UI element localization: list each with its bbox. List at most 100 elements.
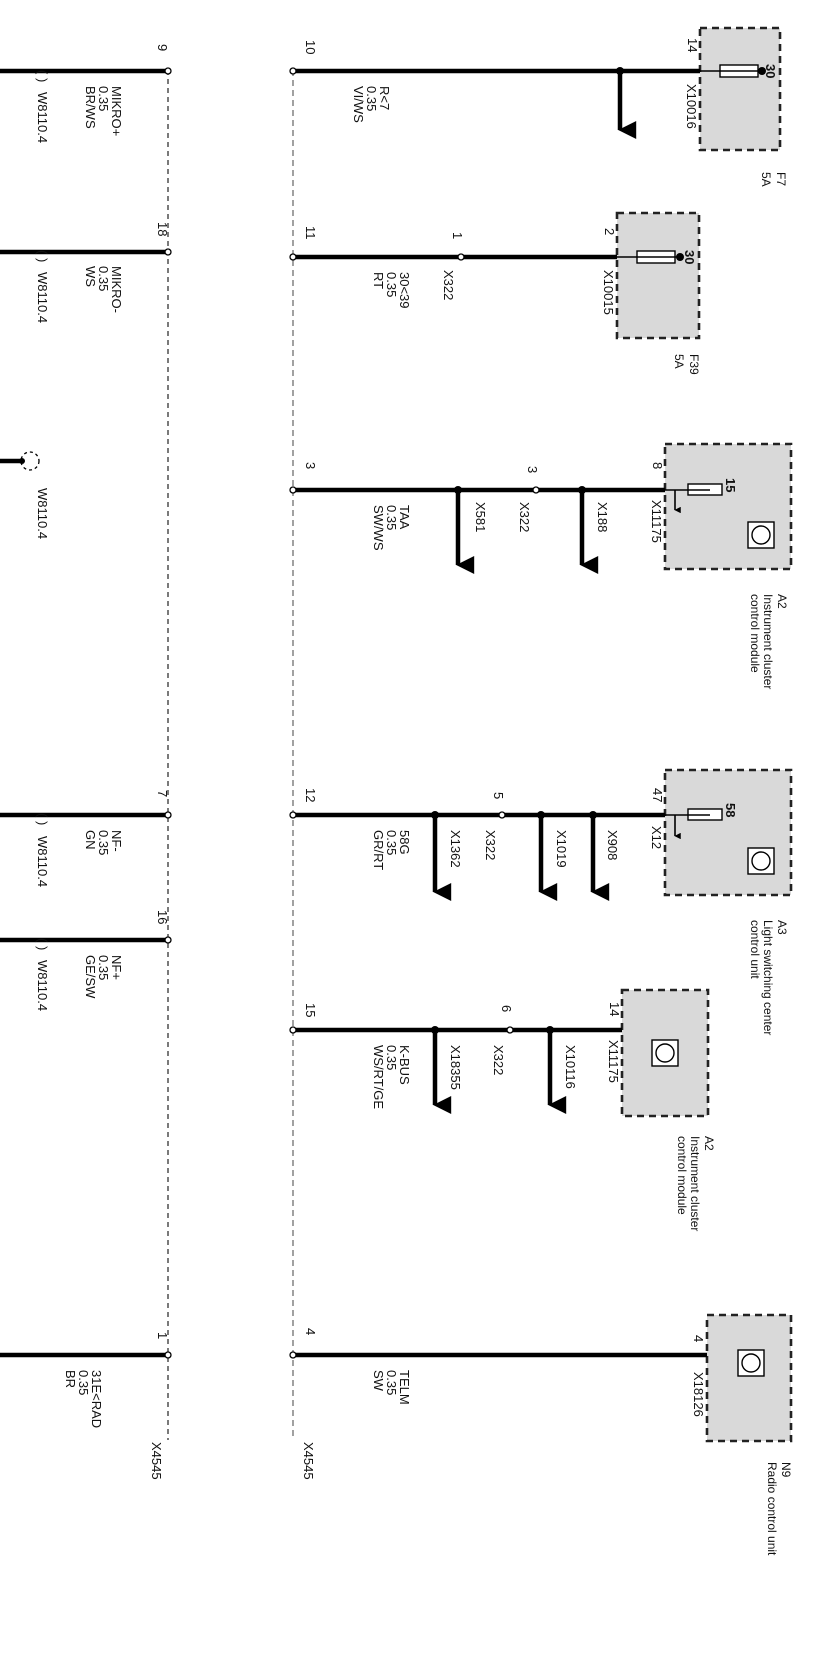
wire-r7-size: 0.35	[364, 86, 379, 111]
wire-r7-color: VI/WS	[351, 86, 366, 123]
wire-30-39-size: 0.35	[384, 272, 399, 297]
x322-d-pin: 6	[499, 1005, 514, 1012]
module-a2-upper[interactable]: 15 A2 Instrument cluster control module …	[649, 442, 793, 689]
x322-a-label: X322	[441, 270, 456, 300]
wire-mikro-plus-pin: 9	[155, 44, 170, 51]
module-a2-lower-module-icon	[655, 1043, 675, 1063]
wire-30-39-color: RT	[371, 272, 386, 289]
module-a2-upper-desc-2: control module	[748, 594, 762, 673]
fuse-f7[interactable]: 30 F7 5A X10016 14	[684, 26, 788, 187]
wire-kbus[interactable]: 15 6 X322 X10116 X18355 K-BUS 0.35 WS/RT…	[289, 1003, 622, 1114]
fuse-f7-name: F7	[774, 172, 788, 186]
wire-telm-pin: 4	[303, 1328, 318, 1335]
module-a2-upper-box	[663, 442, 793, 571]
module-a3[interactable]: 58 A3 Light switching center control uni…	[649, 768, 793, 1035]
wire-taa[interactable]: 3 3 X322 X188 X581 TAA 0.35 SW/WS	[289, 462, 665, 574]
x10116-label: X10116	[563, 1045, 578, 1089]
wire-r7[interactable]: 10 R<7 0.35 VI/WS	[289, 40, 700, 139]
x908-label: X908	[605, 830, 620, 860]
wire-31e[interactable]: 1 31E<RAD 0.35 BR	[0, 1332, 172, 1428]
x322-d-label: X322	[491, 1045, 506, 1075]
x188-label: X188	[595, 502, 610, 532]
wire-mikro-minus[interactable]: 18 MIKRO- 0.35 WS W8110.4 ( )	[0, 222, 172, 323]
module-a2-upper-connector: X11175	[649, 500, 664, 543]
wire-taa-color: SW/WS	[371, 505, 386, 551]
wire-nf-minus-pin: 7	[155, 790, 170, 797]
module-a2-upper-module-icon	[751, 525, 771, 545]
wire-telm-size: 0.35	[384, 1370, 399, 1395]
module-n9-desc-1: Radio control unit	[765, 1462, 779, 1556]
wire-58g-pin: 12	[303, 788, 318, 802]
fuse-f7-rating: 5A	[759, 172, 773, 187]
module-a2-lower-connector: X11175	[606, 1040, 621, 1083]
x18355-label: X18355	[448, 1045, 463, 1090]
wire-taa-size: 0.35	[384, 505, 399, 530]
wire-mikro-plus-conn: W8110.4	[35, 92, 50, 143]
module-a3-pin: 47	[650, 788, 665, 802]
fuse-f39-connector: X10015	[601, 270, 616, 315]
wire-shield[interactable]: W8110.4	[0, 451, 50, 539]
x322-a-pin: 1	[450, 232, 465, 239]
wire-mikro-minus-size: 0.35	[96, 266, 111, 291]
module-a2-upper-ref: A2	[775, 594, 789, 609]
svg-text:( ): ( )	[35, 938, 50, 950]
module-a3-ref: A3	[775, 920, 789, 935]
wire-kbus-color: WS/RT/GE	[371, 1045, 386, 1109]
connector-x4545-upper-label: X4545	[301, 1442, 316, 1480]
module-n9-ref: N9	[779, 1462, 793, 1478]
module-a2-lower[interactable]: A2 Instrument cluster control module X11…	[606, 988, 716, 1231]
wire-nf-minus-size: 0.35	[96, 830, 111, 855]
x1362-label: X1362	[448, 830, 463, 868]
wire-nf-plus-conn: W8110.4	[35, 960, 50, 1011]
fuse-f39-box	[615, 211, 701, 340]
module-n9-connector: X18126	[691, 1372, 706, 1417]
wire-nf-plus-pin: 16	[155, 910, 170, 924]
fuse-f7-box	[698, 26, 782, 152]
wire-mikro-plus-signal: MIKRO+	[109, 86, 124, 136]
wire-nf-minus[interactable]: 7 NF- 0.35 GN W8110.4 ( )	[0, 790, 172, 887]
fuse-f7-terminal: 30	[763, 64, 778, 78]
svg-text:( ): ( )	[35, 250, 50, 262]
wire-30-39-signal: 30<39	[397, 272, 412, 309]
svg-text:( ): ( )	[35, 813, 50, 825]
fuse-f7-connector: X10016	[684, 84, 699, 129]
x1019-label: X1019	[554, 830, 569, 868]
x322-b-label: X322	[517, 502, 532, 532]
module-n9-module-icon	[741, 1353, 761, 1373]
fuse-f39[interactable]: 30 F39 5A X10015 2	[601, 211, 701, 375]
wire-r7-pin: 10	[303, 40, 318, 54]
x322-c-pin: 5	[491, 792, 506, 799]
wire-mikro-minus-signal: MIKRO-	[109, 266, 124, 313]
wire-nf-minus-conn: W8110.4	[35, 836, 50, 887]
wire-mikro-minus-conn: W8110.4	[35, 272, 50, 323]
wire-kbus-pin: 15	[303, 1003, 318, 1017]
fuse-f39-terminal-dot	[676, 253, 684, 261]
wire-telm[interactable]: 4 TELM 0.35 SW	[289, 1328, 707, 1405]
wire-31e-pin: 1	[155, 1332, 170, 1339]
wire-mikro-plus[interactable]: 9 MIKRO+ 0.35 BR/WS W8110.4 ( )	[0, 44, 172, 143]
x322-b-pin: 3	[525, 466, 540, 473]
wire-58g-color: GR/RT	[371, 830, 386, 870]
module-n9[interactable]: N9 Radio control unit X18126 4	[691, 1313, 793, 1556]
wire-58g[interactable]: 12 5 X322 X908 X1019 X1362 58G 0.35 GR/R…	[289, 788, 665, 901]
module-a3-desc-1: Light switching center	[761, 920, 775, 1035]
wire-31e-color: BR	[63, 1370, 78, 1388]
module-n9-box	[705, 1313, 793, 1443]
wire-kbus-size: 0.35	[384, 1045, 399, 1070]
module-a3-connector: X12	[649, 826, 664, 849]
wire-nf-plus-color: GE/SW	[83, 955, 98, 999]
shield-icon	[20, 451, 40, 471]
wire-nf-minus-color: GN	[83, 830, 98, 850]
wire-taa-pin: 3	[303, 462, 318, 469]
wire-r7-signal: R<7	[377, 86, 392, 110]
fuse-f39-name: F39	[687, 354, 701, 375]
wire-58g-signal: 58G	[397, 830, 412, 855]
wire-30-39[interactable]: 11 1 X322 30<39 0.35 RT	[289, 226, 617, 309]
fuse-f39-rating: 5A	[672, 354, 686, 369]
wire-kbus-signal: K-BUS	[397, 1045, 412, 1085]
module-a3-module-icon	[751, 851, 771, 871]
wire-nf-plus[interactable]: 16 NF+ 0.35 GE/SW W8110.4 ( )	[0, 910, 172, 1011]
module-a3-terminal: 58	[723, 803, 738, 817]
wire-30-39-pin: 11	[303, 226, 318, 240]
